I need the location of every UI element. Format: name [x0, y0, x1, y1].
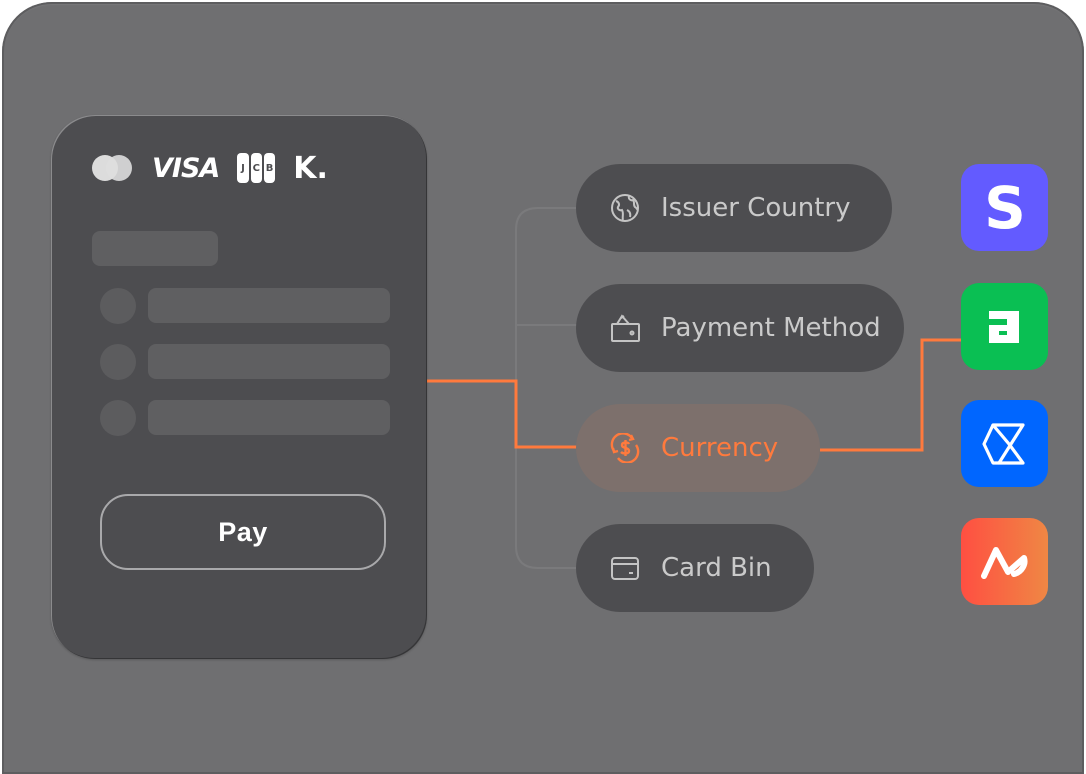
- route-out-line: [820, 338, 961, 452]
- rule-issuer-country[interactable]: Issuer Country: [576, 164, 892, 252]
- rule-label: Currency: [661, 433, 779, 463]
- route-in-line: [427, 379, 577, 449]
- card-brands: VISA J C B K.: [92, 150, 328, 186]
- stripe-s-icon: S: [984, 180, 1026, 236]
- rule-label: Issuer Country: [661, 193, 851, 223]
- skeleton-radio-1: [100, 288, 136, 324]
- pay-button[interactable]: Pay: [100, 494, 386, 570]
- skeleton-radio-3: [100, 400, 136, 436]
- klarna-logo: K.: [293, 150, 328, 186]
- skeleton-radio-2: [100, 344, 136, 380]
- airwallex-wave-icon: [980, 546, 1027, 579]
- rule-currency[interactable]: Currency: [576, 404, 820, 492]
- checkout-card: VISA J C B K. Pay: [51, 115, 427, 659]
- jcb-logo: J C B: [237, 153, 276, 183]
- adyen-a-icon: [988, 310, 1019, 343]
- rule-label: Payment Method: [661, 313, 881, 343]
- airwallex-logo[interactable]: [961, 518, 1048, 605]
- rule-label: Card Bin: [661, 553, 772, 583]
- mastercard-icon: [92, 155, 132, 181]
- skeleton-option-2: [148, 344, 390, 379]
- hourglass-icon: [981, 422, 1025, 465]
- wallet-icon: [609, 312, 641, 344]
- checkout-logo[interactable]: [961, 400, 1048, 487]
- adyen-logo[interactable]: [961, 283, 1048, 370]
- globe-icon: [609, 192, 641, 224]
- svg-text:S: S: [984, 180, 1026, 236]
- skeleton-title: [92, 231, 218, 266]
- rule-card-bin[interactable]: Card Bin: [576, 524, 814, 612]
- skeleton-option-3: [148, 400, 390, 435]
- stripe-logo[interactable]: S: [961, 164, 1048, 251]
- card-icon: [609, 552, 641, 584]
- skeleton-option-1: [148, 288, 390, 323]
- visa-logo: VISA: [152, 152, 220, 184]
- rule-payment-method[interactable]: Payment Method: [576, 284, 904, 372]
- currency-exchange-icon: [609, 432, 641, 464]
